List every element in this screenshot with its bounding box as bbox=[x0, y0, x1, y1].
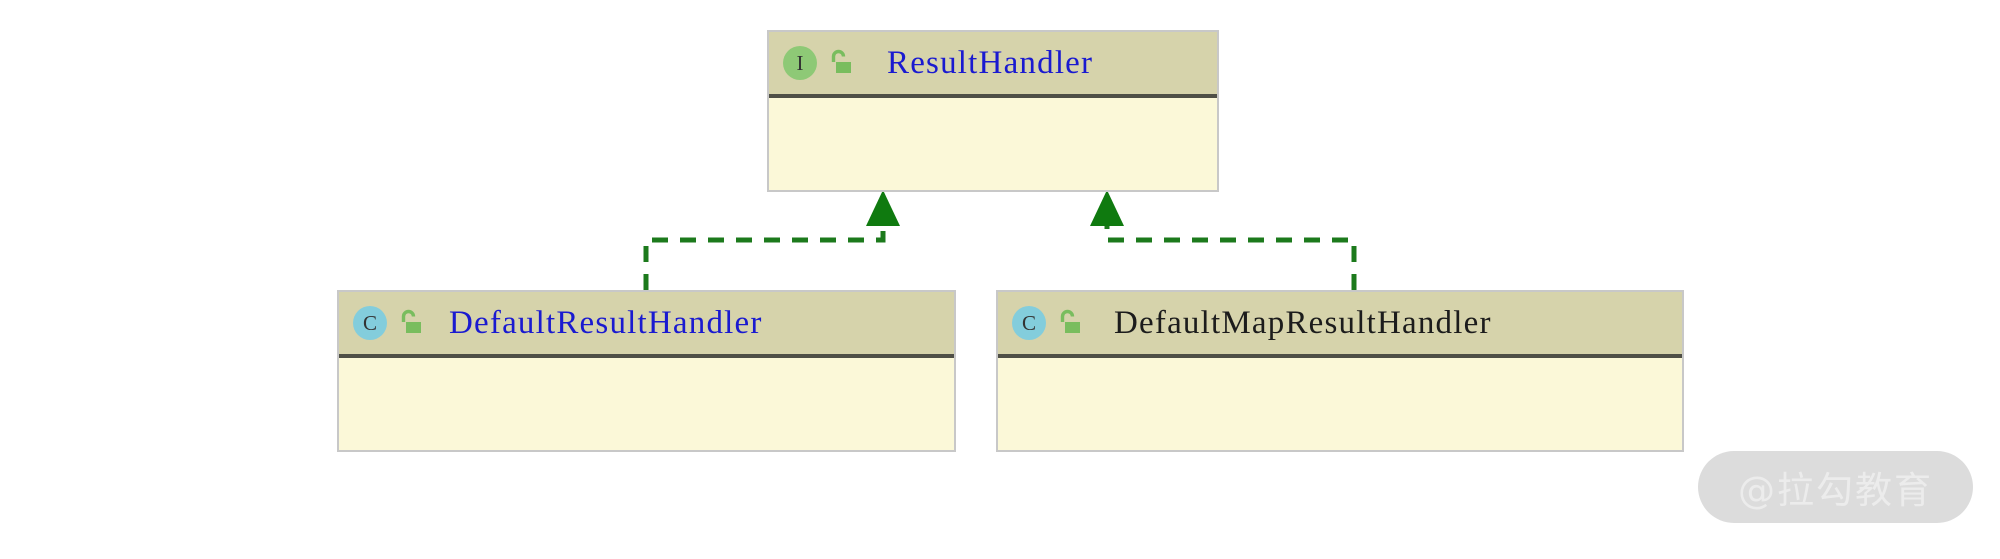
unlocked-padlock-icon bbox=[1060, 309, 1080, 333]
edge-default-map-result-handler-to-result-handler bbox=[1090, 190, 1357, 290]
uml-members-compartment bbox=[339, 358, 954, 450]
watermark-badge: @拉勾教育 bbox=[1698, 451, 1973, 523]
watermark-text: @拉勾教育 bbox=[1738, 469, 1933, 512]
unlocked-padlock-icon bbox=[831, 49, 851, 73]
class-badge-icon: C bbox=[1012, 306, 1046, 340]
uml-members-compartment bbox=[769, 98, 1217, 190]
realization-arrowhead bbox=[1090, 190, 1124, 226]
uml-class-title: ResultHandler bbox=[887, 44, 1094, 81]
uml-class-title: DefaultMapResultHandler bbox=[1114, 304, 1492, 341]
edge-default-result-handler-to-result-handler bbox=[643, 190, 900, 290]
uml-class-header: C DefaultMapResultHandler bbox=[998, 292, 1682, 358]
realization-arrowhead bbox=[866, 190, 900, 226]
class-badge-icon: C bbox=[353, 306, 387, 340]
edge-line bbox=[643, 214, 886, 290]
edge-line bbox=[1104, 214, 1357, 290]
unlocked-padlock-icon bbox=[401, 309, 421, 333]
uml-class-box-result-handler[interactable]: I ResultHandler bbox=[767, 30, 1219, 192]
uml-class-header: C DefaultResultHandler bbox=[339, 292, 954, 358]
uml-class-box-default-map-result-handler[interactable]: C DefaultMapResultHandler bbox=[996, 290, 1684, 452]
uml-class-header: I ResultHandler bbox=[769, 32, 1217, 98]
uml-members-compartment bbox=[998, 358, 1682, 450]
uml-class-title: DefaultResultHandler bbox=[449, 304, 763, 341]
interface-badge-icon: I bbox=[783, 46, 817, 80]
uml-class-box-default-result-handler[interactable]: C DefaultResultHandler bbox=[337, 290, 956, 452]
